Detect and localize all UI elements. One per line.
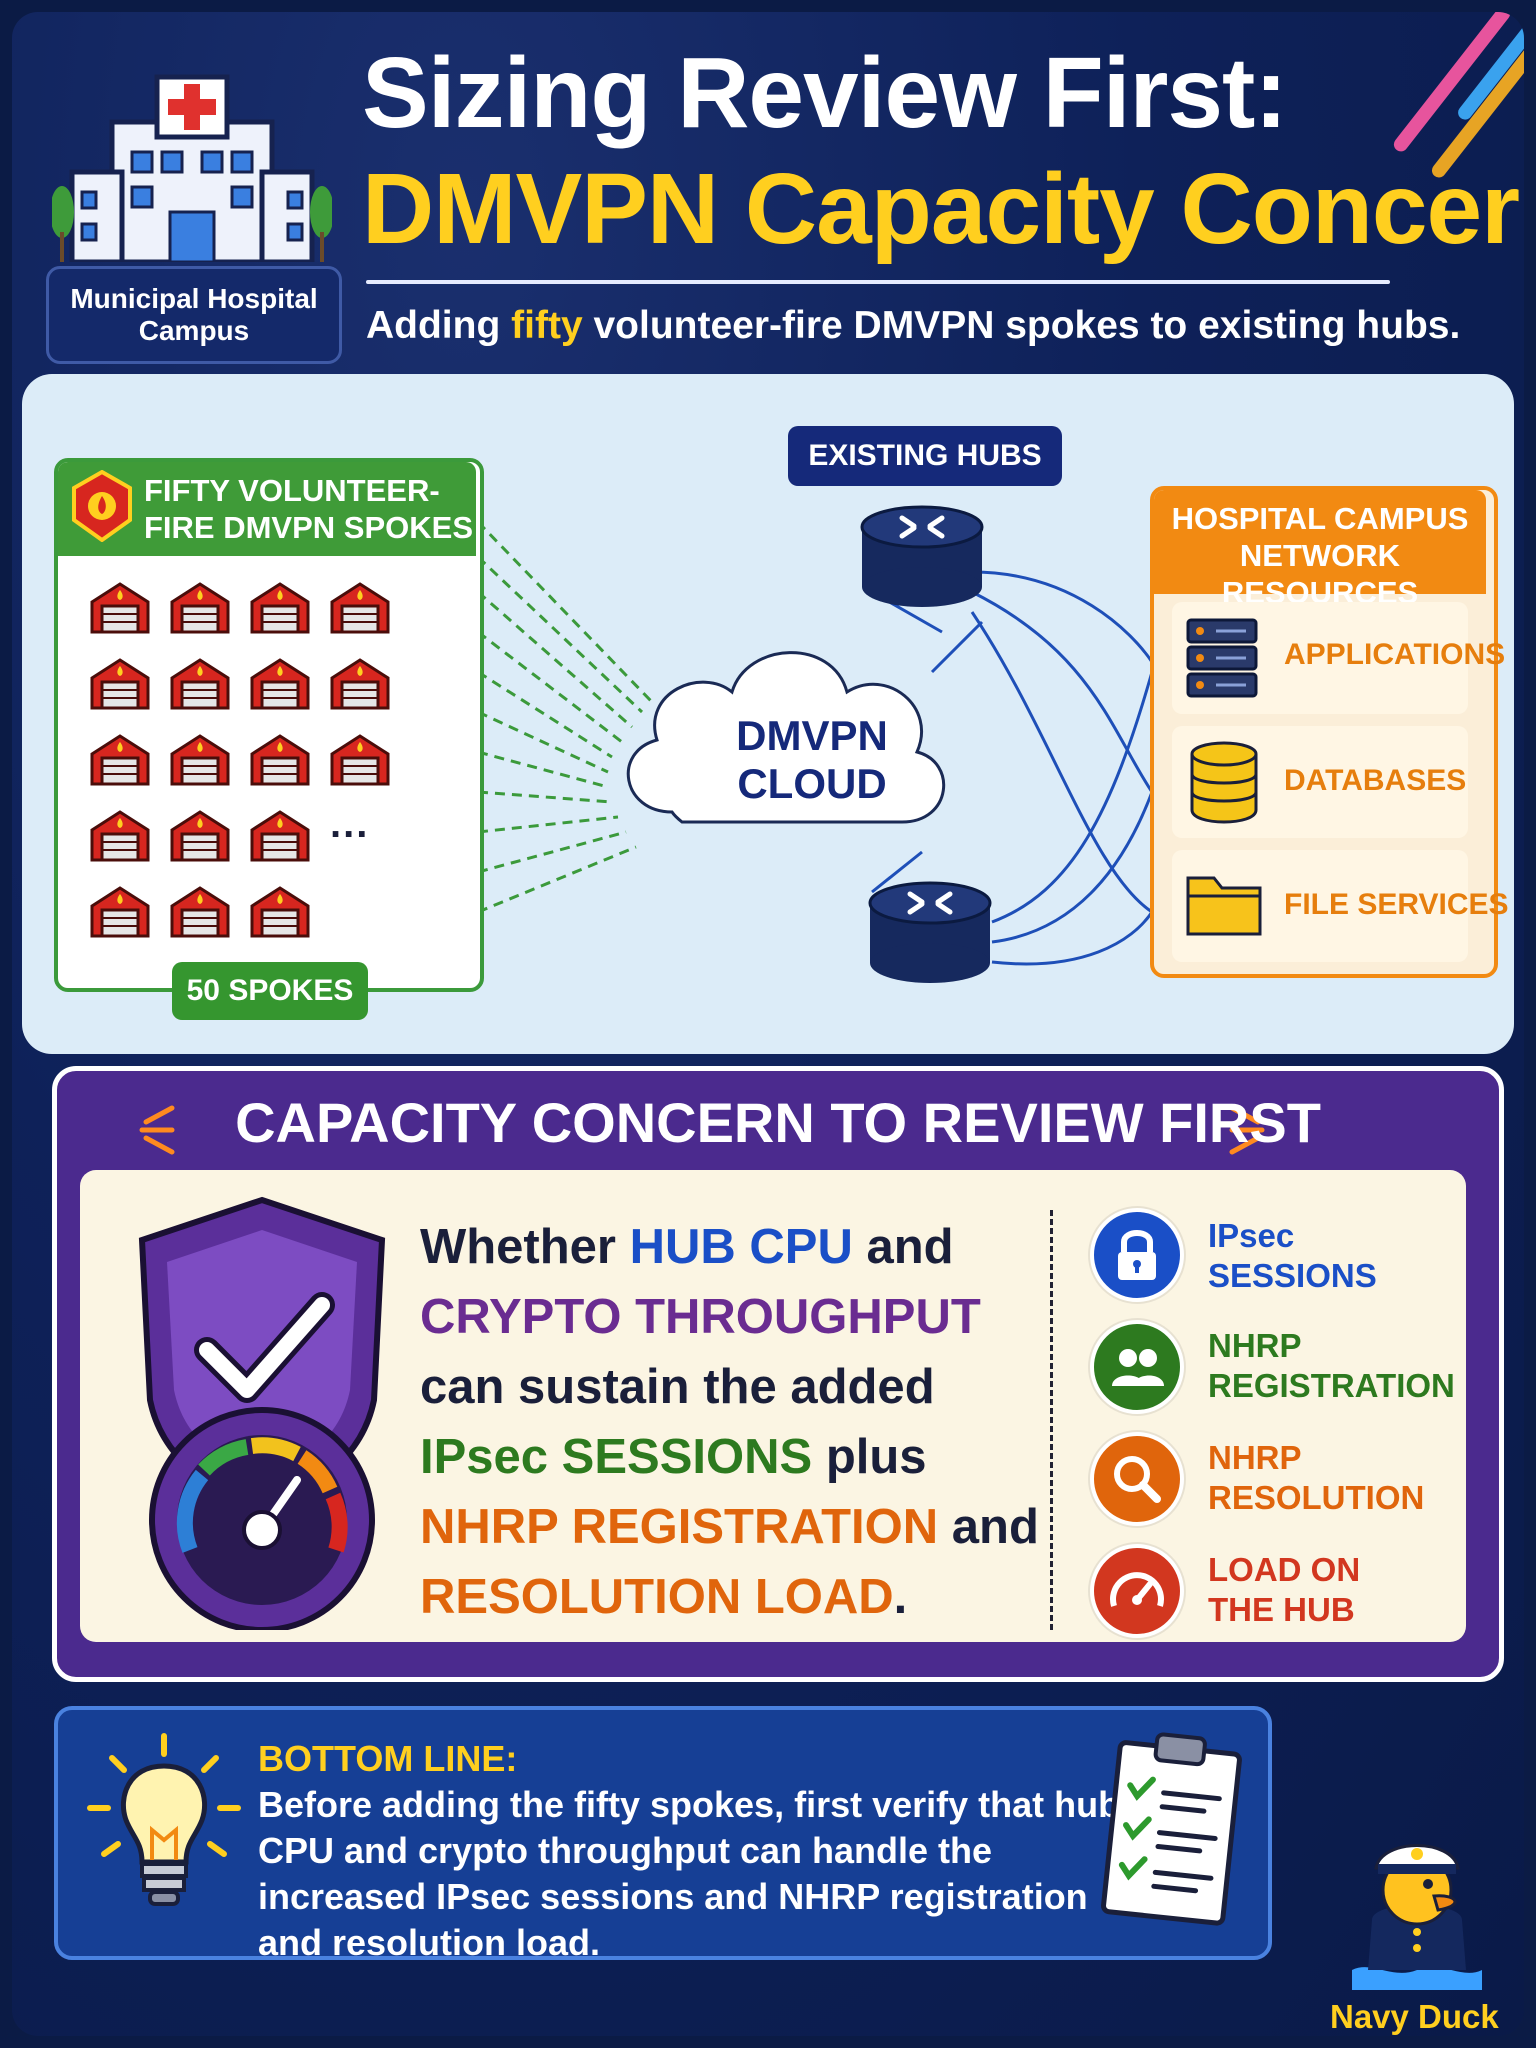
checklist-clipboard-icon: [1101, 1732, 1242, 1926]
cloud-label-line: DMVPN: [736, 712, 888, 759]
fire-station-icon: [90, 886, 310, 938]
subtitle-text: volunteer-fire DMVPN spokes to existing …: [582, 304, 1461, 347]
concern-text: can sustain the added: [420, 1360, 935, 1415]
spokes-count-badge: 50 SPOKES: [172, 962, 368, 1020]
concern-text: .: [893, 1570, 908, 1625]
spokes-title: FIFTY VOLUNTEER-FIRE DMVPN SPOKES: [144, 473, 473, 546]
users-icon: [1112, 1349, 1164, 1386]
concern-term-ipsec-sessions: IPsec SESSIONS: [420, 1430, 813, 1485]
factor-label-line: THE HUB: [1208, 1590, 1355, 1628]
folder-icon: [1186, 876, 1262, 936]
concern-term-nhrp-registration: NHRP REGISTRATION: [420, 1500, 939, 1555]
cloud-label-line: CLOUD: [737, 760, 887, 808]
concern-term-crypto-throughput: CRYPTO THROUGHPUT: [420, 1290, 981, 1345]
fire-station-icon: [90, 734, 390, 786]
bottom-line-panel: [54, 1706, 1272, 1960]
resource-label: APPLICATIONS: [1284, 638, 1506, 671]
fire-department-badge-icon: [72, 470, 132, 542]
factor-label-line: LOAD ON: [1208, 1551, 1361, 1588]
hub-router-icon: [860, 505, 984, 607]
mascot-label: Navy Duck: [1330, 1998, 1499, 2035]
concern-heading: CAPACITY CONCERN TO REVIEW FIRST: [235, 1091, 1321, 1154]
more-spokes-ellipsis: ...: [330, 802, 370, 846]
page-title-line2: DMVPN Capacity Concern: [362, 153, 1524, 265]
factor-label-line: SESSIONS: [1208, 1256, 1377, 1294]
resources-title: HOSPITAL CAMPUS NETWORK RESOURCES: [1171, 501, 1469, 611]
factor-label-line: REGISTRATION: [1208, 1366, 1455, 1404]
dmvpn-cloud-icon: [626, 651, 946, 824]
lock-icon: [1118, 1230, 1156, 1280]
hub-router-icon: [868, 881, 992, 983]
gauge-icon: [1110, 1572, 1164, 1607]
fire-station-icon: [90, 810, 310, 862]
concern-text: and: [938, 1500, 1039, 1555]
fire-station-grid: [90, 582, 390, 938]
infographic-frame: Municipal Hospital Campus Sizing Review …: [12, 12, 1524, 2036]
factor-label-line: IPsec: [1208, 1217, 1295, 1254]
database-icon: [1190, 741, 1258, 824]
concern-statement: Whether HUB CPU and CRYPTO THROUGHPUT ca…: [420, 1212, 1060, 1632]
shield-gauge-icon: [138, 1196, 386, 1630]
concern-divider: [1050, 1210, 1053, 1630]
page-subtitle: Adding fifty volunteer-fire DMVPN spokes…: [366, 304, 1460, 348]
factor-label-line: NHRP: [1208, 1327, 1302, 1364]
page-title-line1: Sizing Review First:: [362, 37, 1288, 149]
factor-label-line: NHRP: [1208, 1439, 1302, 1476]
header-divider: [366, 280, 1390, 284]
lightbulb-icon: [87, 1733, 241, 1906]
server-icon: [1186, 618, 1258, 698]
subtitle-text: Adding: [366, 304, 512, 347]
factor-icon-badge: [1090, 1320, 1184, 1414]
factor-label-line: RESOLUTION: [1208, 1478, 1425, 1516]
spark-icon: [1229, 1105, 1265, 1155]
factor-icon-badge: [1090, 1208, 1184, 1302]
concern-term-resolution-load: RESOLUTION LOAD: [420, 1570, 894, 1625]
resources-header: [1154, 490, 1486, 594]
concern-text: plus: [812, 1430, 927, 1485]
concern-term-hub-cpu: HUB CPU: [629, 1220, 853, 1274]
bottom-line-heading: BOTTOM LINE:: [258, 1738, 518, 1779]
fire-station-icon: [90, 582, 390, 634]
hospital-building-icon: [52, 74, 332, 262]
subtitle-highlight: fifty: [511, 304, 583, 347]
spark-icon: [139, 1105, 175, 1155]
fire-station-icon: [90, 658, 390, 710]
factor-icon-badge: [1090, 1432, 1184, 1526]
bottom-line-text: Before adding the fifty spokes, first ve…: [258, 1784, 1121, 1964]
campus-label: Municipal Hospital Campus: [46, 266, 342, 364]
resource-label: FILE SERVICES: [1284, 888, 1509, 921]
factor-icon-badge: [1090, 1544, 1184, 1638]
navy-duck-mascot-icon: [1352, 1844, 1482, 1990]
resource-label: DATABASES: [1284, 764, 1467, 797]
magnifier-icon: [1114, 1456, 1161, 1503]
concern-text: Whether: [420, 1220, 630, 1274]
existing-hubs-label: EXISTING HUBS: [788, 426, 1062, 486]
concern-text: and: [852, 1220, 954, 1274]
